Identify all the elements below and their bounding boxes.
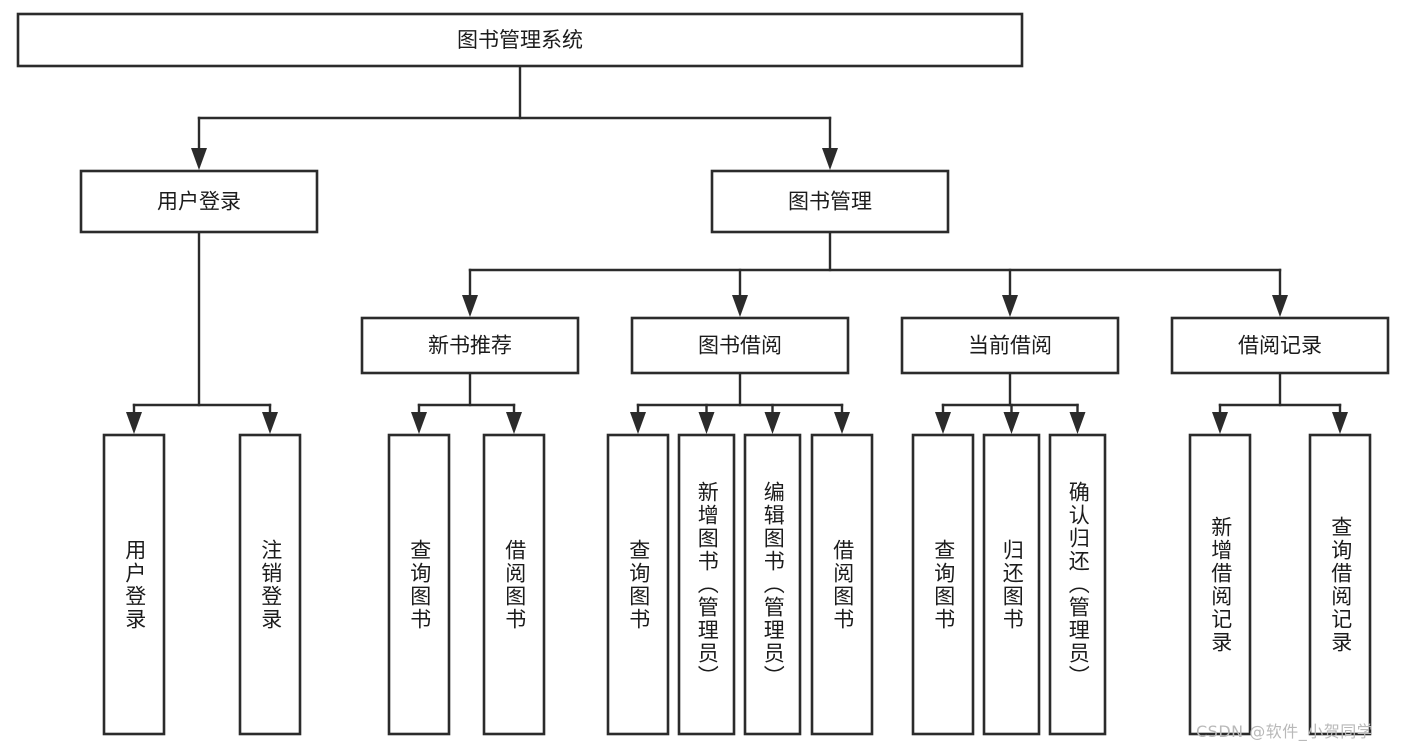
node-label: 图书管理 (788, 190, 872, 214)
node-label: 借阅记录 (1238, 334, 1322, 358)
node-box (387, 433, 451, 736)
arrow-head-icon (191, 148, 207, 170)
node-box (710, 169, 950, 234)
node-label: 图书借阅 (698, 334, 782, 358)
arrow-head-icon (935, 412, 951, 434)
node-leaf-7[interactable] (810, 433, 874, 736)
arrow-head-icon (822, 148, 838, 170)
node-label: 新书推荐 (428, 334, 512, 358)
node-leaf-10[interactable] (1048, 433, 1107, 736)
node-level3-1[interactable]: 图书借阅 (630, 316, 850, 375)
node-box (606, 433, 670, 736)
node-box (1308, 433, 1372, 736)
node-leaf-1[interactable] (238, 433, 302, 736)
edges-layer (126, 64, 1348, 434)
node-level3-3[interactable]: 借阅记录 (1170, 316, 1390, 375)
node-box (1170, 316, 1390, 375)
node-level2-1[interactable]: 图书管理 (710, 169, 950, 234)
arrow-head-icon (1212, 412, 1228, 434)
arrow-head-icon (506, 412, 522, 434)
node-box (1188, 433, 1252, 736)
node-leaf-11[interactable] (1188, 433, 1252, 736)
arrow-head-icon (262, 412, 278, 434)
node-label: 当前借阅 (968, 334, 1052, 358)
arrow-head-icon (411, 412, 427, 434)
node-leaf-3[interactable] (482, 433, 546, 736)
arrow-head-icon (834, 412, 850, 434)
node-box (102, 433, 166, 736)
node-level3-0[interactable]: 新书推荐 (360, 316, 580, 375)
arrow-head-icon (462, 295, 478, 317)
node-leaf-0[interactable] (102, 433, 166, 736)
node-leaf-12[interactable] (1308, 433, 1372, 736)
node-label: 用户登录 (157, 190, 241, 214)
node-root-system[interactable]: 图书管理系统 (16, 12, 1024, 68)
node-box (900, 316, 1120, 375)
node-box (360, 316, 580, 375)
arrow-head-icon (1332, 412, 1348, 434)
node-leaf-8[interactable] (911, 433, 975, 736)
arrow-head-icon (1272, 295, 1288, 317)
node-box (743, 433, 802, 736)
node-box (16, 12, 1024, 68)
arrow-head-icon (764, 412, 781, 434)
node-box (810, 433, 874, 736)
node-box (482, 433, 546, 736)
csdn-watermark: CSDN @软件_小贺同学 (1196, 722, 1374, 741)
node-leaf-9[interactable] (982, 433, 1041, 736)
node-box (630, 316, 850, 375)
arrow-head-icon (126, 412, 142, 434)
arrow-head-icon (732, 295, 748, 317)
arrow-head-icon (1002, 295, 1018, 317)
node-box (238, 433, 302, 736)
node-level2-0[interactable]: 用户登录 (79, 169, 319, 234)
arrow-head-icon (1003, 412, 1020, 434)
arrow-head-icon (1069, 412, 1086, 434)
node-leaf-6[interactable] (743, 433, 802, 736)
node-box (677, 433, 736, 736)
node-label: 图书管理系统 (457, 28, 583, 52)
node-leaf-5[interactable] (677, 433, 736, 736)
node-leaf-4[interactable] (606, 433, 670, 736)
node-box (982, 433, 1041, 736)
node-box (911, 433, 975, 736)
node-box (79, 169, 319, 234)
arrow-head-icon (698, 412, 715, 434)
node-leaf-2[interactable] (387, 433, 451, 736)
node-box (1048, 433, 1107, 736)
arrow-head-icon (630, 412, 646, 434)
node-level3-2[interactable]: 当前借阅 (900, 316, 1120, 375)
